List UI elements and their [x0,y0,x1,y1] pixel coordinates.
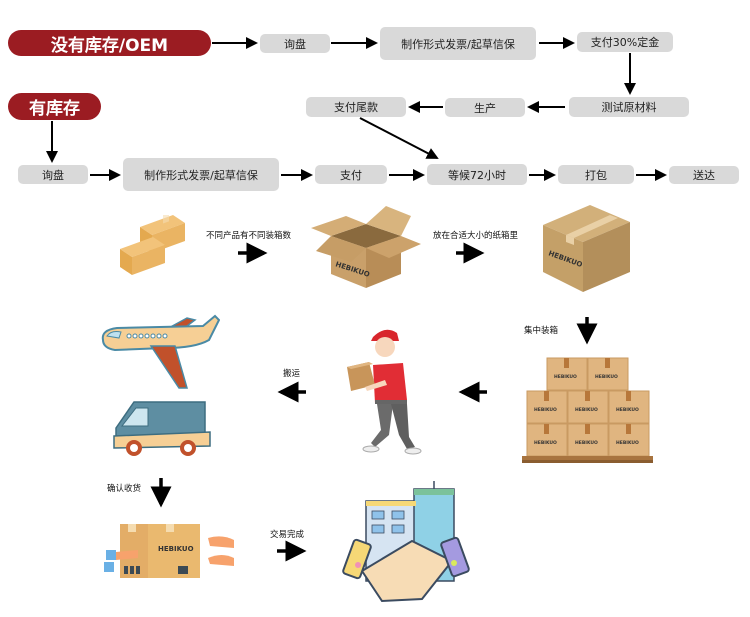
step-production: 生产 [445,98,525,117]
label-consolidate: 集中装箱 [524,326,559,336]
no-stock-oem-title: 没有库存/OEM [8,30,211,56]
svg-text:HEBIKUO: HEBIKUO [534,440,557,446]
label-different-products: 不同产品有不同装箱数 [206,231,292,241]
step-balance-payment: 支付尾款 [306,97,406,117]
step-proforma-2: 制作形式发票/起草信保 [123,158,279,191]
arrow [359,117,439,159]
svg-text:HEBIKUO: HEBIKUO [575,407,598,413]
palletized-boxes-illustration: HEBIKUO HEBIKUO HEBIKUO HEBIKUO HEBIKUO HEB… [522,357,653,463]
step-test-materials: 测试原材料 [569,97,689,117]
step-inquiry-2: 询盘 [18,165,88,184]
step-deliver: 送达 [669,166,739,184]
delivery-van-icon [113,401,211,456]
step-inquiry-1: 询盘 [260,34,330,53]
svg-text:HEBIKUO: HEBIKUO [616,407,639,413]
svg-text:HEBIKUO: HEBIKUO [534,407,557,413]
box-icon [347,362,375,391]
hand-icon [208,555,234,566]
label-put-in-box: 放在合适大小的纸箱里 [433,231,519,241]
open-box-illustration: HEBIKUO [311,206,421,288]
svg-text:HEBIKUO: HEBIKUO [575,440,598,446]
step-proforma-1: 制作形式发票/起草信保 [380,27,536,60]
hand-icon [208,536,234,548]
handshake-buildings-illustration [342,481,470,603]
label-transport: 搬运 [283,369,301,379]
step-deposit: 支付30%定金 [577,32,673,52]
label-confirm-receipt: 确认收货 [107,484,142,494]
product-boxes-illustration [120,215,185,275]
label-deal-complete: 交易完成 [270,530,305,540]
delivery-man-illustration [347,329,422,455]
airplane-icon [101,314,220,389]
svg-text:HEBIKUO: HEBIKUO [616,440,639,446]
cap-icon [371,329,399,341]
handshake-icon [360,539,454,603]
svg-text:HEBIKUO: HEBIKUO [554,374,577,380]
step-pack: 打包 [558,165,634,184]
box-icon [120,237,165,275]
step-wait-72h: 等候72小时 [427,164,527,185]
pallet [522,456,653,460]
package-handover-illustration: HEBIKUO [104,524,234,578]
step-payment: 支付 [315,165,387,184]
in-stock-title: 有库存 [8,93,101,120]
brand-logo: HEBIKUO [158,545,194,553]
svg-text:HEBIKUO: HEBIKUO [595,374,618,380]
closed-box-illustration: HEBIKUO [543,205,630,292]
